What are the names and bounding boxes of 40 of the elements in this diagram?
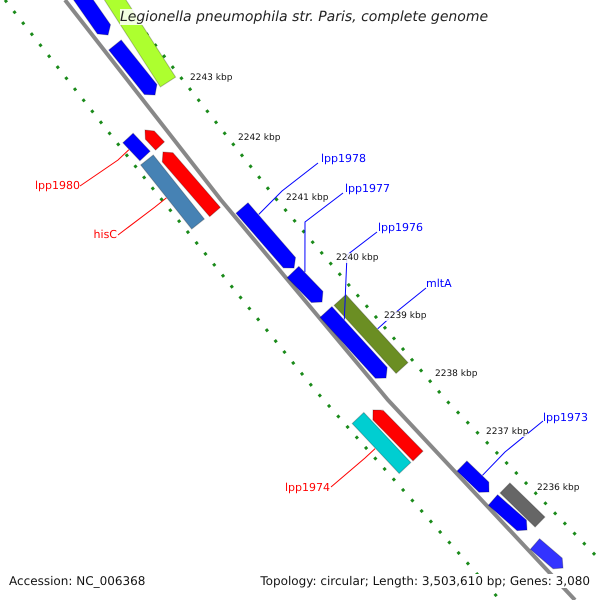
scale-label: 2243 kbp xyxy=(190,73,232,83)
gene-feature xyxy=(162,151,221,218)
gene-feature xyxy=(488,494,528,532)
gene-label: lpp1976 xyxy=(378,221,424,234)
leader-line xyxy=(344,232,378,320)
gene-feature xyxy=(235,202,296,268)
gene-feature xyxy=(352,412,412,474)
gene-feature xyxy=(122,132,151,162)
scale-label: 2240 kbp xyxy=(336,253,378,263)
gene-feature xyxy=(456,460,490,493)
accession-text: Accession: NC_006368 xyxy=(9,574,146,588)
genome-info-text: Topology: circular; Length: 3,503,610 bp; Genes: 3,080 xyxy=(260,574,590,588)
title: Legionella pneumophila str. Paris, complete genome xyxy=(120,9,488,25)
gene-label: lpp1978 xyxy=(321,152,366,165)
gene-feature xyxy=(140,154,205,230)
gene-label: hisC xyxy=(94,228,117,241)
scale-label: 2239 kbp xyxy=(384,311,426,321)
scale-label: 2236 kbp xyxy=(537,483,580,493)
gene-feature xyxy=(333,294,409,374)
leader-line xyxy=(482,420,544,476)
leader-line xyxy=(80,149,130,186)
scale-label: 2237 kbp xyxy=(486,427,528,437)
gene-feature xyxy=(108,39,158,96)
leader-line xyxy=(304,192,344,273)
leader-line xyxy=(118,197,167,236)
leader-line xyxy=(258,162,318,215)
gene-feature xyxy=(530,538,564,570)
gene-label: lpp1973 xyxy=(543,411,588,424)
leader-line xyxy=(330,448,376,488)
gene-label: lpp1980 xyxy=(34,179,80,192)
scale-label: 2238 kbp xyxy=(435,369,478,379)
gene-feature xyxy=(372,410,424,462)
scale-label: 2242 kbp xyxy=(238,133,280,143)
gene-feature xyxy=(286,266,324,304)
gene-feature xyxy=(144,129,166,151)
gene-label: lpp1977 xyxy=(345,182,390,195)
gene-label: mltA xyxy=(426,277,452,290)
gene-label: lpp1974 xyxy=(284,481,330,494)
gene-feature xyxy=(72,0,112,36)
scale-label: 2241 kbp xyxy=(286,193,328,203)
